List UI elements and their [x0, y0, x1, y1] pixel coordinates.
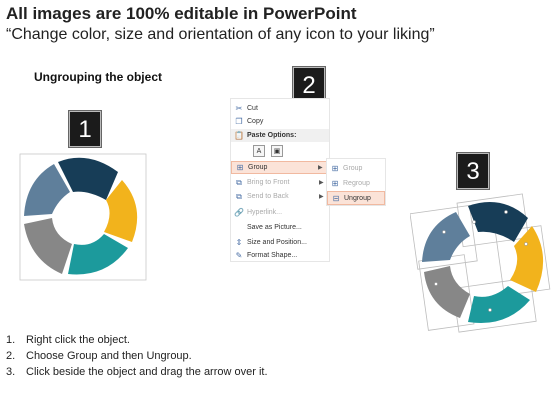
yellow-segment[interactable] [104, 180, 138, 242]
submenu-item-group[interactable]: ⊞ Group [327, 161, 385, 175]
teal-piece[interactable] [468, 286, 530, 324]
menu-item-label: Format Shape... [247, 252, 298, 259]
yellow-piece[interactable] [510, 226, 544, 292]
copy-icon: ❐ [235, 117, 243, 126]
step-item: 3. Click beside the object and drag the … [6, 364, 268, 380]
submenu-arrow-icon: ▶ [318, 165, 323, 171]
menu-item-format-shape[interactable]: ✎ Format Shape... [231, 249, 329, 262]
step-badge-2: 2 [292, 66, 326, 104]
submenu-arrow-icon: ▶ [319, 180, 324, 186]
paste-icon: 📋 [234, 131, 244, 140]
step-text: Right click the object. [26, 334, 130, 346]
step-number: 1. [6, 334, 16, 346]
step-badge-3: 3 [456, 152, 490, 190]
submenu-item-regroup[interactable]: ⊞ Regroup [327, 176, 385, 190]
section-heading: Ungrouping the object [34, 70, 162, 84]
group-submenu: ⊞ Group ⊞ Regroup ⊟ Ungroup [326, 158, 386, 206]
context-menu: ✂ Cut ❐ Copy 📋 Paste Options: A ▣ ⊞ Grou… [230, 98, 330, 262]
gray-segment[interactable] [24, 218, 72, 274]
menu-item-group[interactable]: ⊞ Group ▶ [231, 161, 329, 174]
page-title: All images are 100% editable in PowerPoi… [6, 4, 357, 23]
slate-segment[interactable] [24, 164, 70, 216]
regroup-icon: ⊞ [331, 178, 339, 188]
menu-item-label: Copy [247, 118, 264, 125]
gray-piece[interactable] [424, 266, 470, 318]
submenu-item-label: Regroup [343, 179, 370, 187]
selection-box [19, 153, 147, 281]
step-item: 1. Right click the object. [6, 332, 268, 348]
scissors-icon: ✂ [235, 104, 243, 113]
group-icon: ⊞ [236, 163, 244, 172]
menu-item-label: Group [248, 164, 268, 171]
slate-piece[interactable] [422, 212, 470, 262]
page-subtitle: “Change color, size and orientation of a… [6, 26, 435, 43]
grouped-cycle-shape[interactable] [18, 152, 148, 282]
menu-item-label: Paste Options: [247, 132, 297, 139]
step-badge-1: 1 [68, 110, 102, 148]
ungrouped-cycle-shape[interactable] [410, 192, 558, 340]
menu-item-hyperlink[interactable]: 🔗 Hyperlink... [231, 206, 329, 219]
submenu-arrow-icon: ▶ [319, 194, 324, 200]
step-number: 3. [6, 366, 16, 378]
menu-item-copy[interactable]: ❐ Copy [231, 115, 329, 128]
format-shape-icon: ✎ [235, 251, 243, 260]
group-icon: ⊞ [331, 163, 339, 173]
menu-item-cut[interactable]: ✂ Cut [231, 102, 329, 115]
size-position-icon: ⇕ [235, 238, 243, 247]
step-text: Choose Group and then Ungroup. [26, 350, 192, 362]
menu-item-paste-options: 📋 Paste Options: [231, 129, 329, 142]
navy-segment[interactable] [58, 157, 118, 200]
submenu-item-label: Ungroup [344, 194, 371, 202]
paste-keep-formatting-icon[interactable]: A [253, 144, 265, 157]
paste-options-row: A ▣ [253, 144, 351, 157]
ungroup-icon: ⊟ [332, 193, 340, 203]
step-item: 2. Choose Group and then Ungroup. [6, 348, 268, 364]
submenu-item-ungroup[interactable]: ⊟ Ungroup [327, 191, 385, 205]
step-number: 2. [6, 350, 16, 362]
menu-item-save-as-picture[interactable]: Save as Picture... [231, 221, 329, 234]
bring-front-icon: ⧉ [236, 177, 242, 187]
navy-piece[interactable] [468, 202, 528, 242]
menu-item-label: Send to Back [247, 193, 289, 200]
menu-item-bring-to-front[interactable]: ⧉ Bring to Front ▶ [231, 176, 329, 189]
menu-item-label: Size and Position... [247, 239, 307, 246]
send-back-icon: ⧉ [236, 191, 242, 201]
submenu-item-label: Group [343, 164, 363, 172]
menu-item-label: Bring to Front [247, 179, 290, 186]
menu-item-label: Save as Picture... [247, 224, 302, 231]
paste-picture-icon[interactable]: ▣ [271, 144, 283, 157]
hyperlink-icon: 🔗 [234, 208, 244, 217]
menu-item-size-and-position[interactable]: ⇕ Size and Position... [231, 236, 329, 249]
menu-item-send-to-back[interactable]: ⧉ Send to Back ▶ [231, 190, 329, 203]
menu-item-label: Cut [247, 105, 258, 112]
step-text: Click beside the object and drag the arr… [26, 366, 268, 378]
teal-segment[interactable] [68, 234, 128, 275]
menu-item-label: Hyperlink... [247, 209, 283, 216]
instruction-steps: 1. Right click the object. 2. Choose Gro… [6, 332, 268, 380]
